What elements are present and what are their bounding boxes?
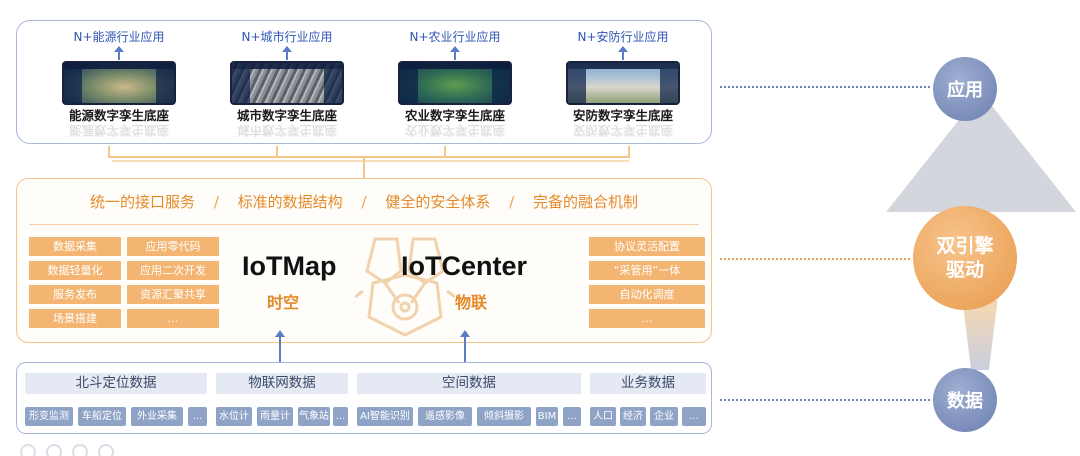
iotcenter-feature-tag: ...	[589, 309, 705, 328]
data-source-panel: 北斗定位数据 物联网数据 空间数据 业务数据 形变监测 车船定位 外业采集 ..…	[16, 362, 712, 434]
iotmap-engine-subtitle: 时空	[267, 293, 300, 312]
data-chip: ...	[682, 407, 706, 426]
app-column-energy: N+能源行业应用 能源数字孪生底座 能源数字孪生底座	[44, 29, 194, 137]
base-name-reflection: 能源数字孪生底座	[68, 124, 169, 137]
iotmap-feature-tag: 数据采集	[29, 237, 121, 256]
divider	[29, 224, 699, 225]
app-title: N+农业行业应用	[409, 30, 501, 44]
data-chip: 遥感影像	[418, 407, 472, 426]
base-name-reflection: 安防数字孪生底座	[572, 124, 673, 137]
capability-item: 统一的接口服务	[90, 193, 196, 211]
data-chip: 车船定位	[78, 407, 126, 426]
arrow-up-icon	[282, 46, 292, 60]
app-title: N+能源行业应用	[73, 30, 165, 44]
app-column-agriculture: N+农业行业应用 农业数字孪生底座 农业数字孪生底座	[380, 29, 530, 137]
base-name: 安防数字孪生底座	[572, 108, 673, 123]
dotted-leader-data	[720, 399, 930, 401]
base-name-reflection: 城市数字孪生底座	[236, 124, 337, 137]
iotcenter-engine-subtitle: 物联	[455, 293, 488, 312]
dotted-leader-application	[720, 86, 930, 88]
data-category-iot: 物联网数据	[216, 373, 348, 394]
pyramid-stem	[962, 300, 998, 370]
iotcenter-feature-tag: 自动化调度	[589, 285, 705, 304]
dual-engine-panel: 统一的接口服务 / 标准的数据结构 / 健全的安全体系 / 完备的融合机制 数据…	[16, 178, 712, 343]
dotted-leader-engine	[720, 258, 910, 260]
data-chip: ...	[188, 407, 207, 426]
decorative-circles	[20, 444, 124, 456]
dashboard-thumbnail-city	[230, 61, 344, 105]
data-chip: 形变监测	[25, 407, 73, 426]
app-title: N+安防行业应用	[577, 30, 669, 44]
data-category-business: 业务数据	[590, 373, 706, 394]
app-title: N+城市行业应用	[241, 30, 333, 44]
iotmap-feature-tag: 应用二次开发	[127, 261, 219, 280]
iotcenter-feature-tag: “采管用”一体	[589, 261, 705, 280]
data-chip: AI智能识别	[357, 407, 413, 426]
data-category-spatial: 空间数据	[357, 373, 581, 394]
data-chip: BIM	[536, 407, 558, 426]
data-chip: 企业	[650, 407, 678, 426]
iotmap-feature-tag: 数据轻量化	[29, 261, 121, 280]
arrow-up-icon	[275, 330, 285, 372]
dual-engine-label-line1: 双引擎	[936, 235, 994, 257]
iotmap-engine-name: IoTMap	[242, 251, 337, 281]
capability-list: 统一的接口服务 / 标准的数据结构 / 健全的安全体系 / 完备的融合机制	[90, 193, 638, 211]
data-category-beidou: 北斗定位数据	[25, 373, 207, 394]
capability-item: 完备的融合机制	[532, 193, 638, 211]
data-chip: 气象站	[298, 407, 330, 426]
iotmap-feature-tag: 资源汇聚共享	[127, 285, 219, 304]
iotmap-feature-tag: 服务发布	[29, 285, 121, 304]
dashboard-thumbnail-security	[566, 61, 680, 105]
data-chip: ...	[333, 407, 348, 426]
iotmap-feature-tag: 应用零代码	[127, 237, 219, 256]
base-name: 能源数字孪生底座	[68, 108, 169, 123]
data-chip: 人口	[590, 407, 616, 426]
dashboard-thumbnail-energy	[62, 61, 176, 105]
iotmap-feature-tag: 场景搭建	[29, 309, 121, 328]
data-layer-badge: 数据	[933, 368, 997, 432]
capability-item: 健全的安全体系	[385, 193, 491, 211]
iotmap-feature-tag: ...	[127, 309, 219, 328]
application-layer-badge: 应用	[933, 57, 997, 121]
arrow-up-icon	[460, 330, 470, 372]
arrow-up-icon	[618, 46, 628, 60]
data-chip: 经济	[620, 407, 646, 426]
base-name-reflection: 农业数字孪生底座	[404, 124, 505, 137]
capability-item: 标准的数据结构	[237, 193, 343, 211]
dashboard-thumbnail-agriculture	[398, 61, 512, 105]
dual-engine-label-line2: 驱动	[945, 259, 984, 281]
data-chip: 雨量计	[257, 407, 293, 426]
arrow-up-icon	[114, 46, 124, 60]
data-layer-label: 数据	[947, 391, 983, 412]
data-chip: 外业采集	[131, 407, 183, 426]
base-name: 农业数字孪生底座	[404, 108, 505, 123]
iotcenter-feature-tag: 协议灵活配置	[589, 237, 705, 256]
iotcenter-engine-name: IoTCenter	[401, 251, 528, 281]
engine-icon	[355, 237, 455, 337]
app-column-city: N+城市行业应用 城市数字孪生底座 城市数字孪生底座	[212, 29, 362, 137]
data-chip: 倾斜摄影	[477, 407, 531, 426]
application-layer-label: 应用	[947, 80, 983, 101]
data-chip: 水位计	[216, 407, 252, 426]
data-chip: ...	[563, 407, 581, 426]
arrow-up-icon	[450, 46, 460, 60]
app-column-security: N+安防行业应用 安防数字孪生底座 安防数字孪生底座	[548, 29, 698, 137]
application-panel: N+能源行业应用 能源数字孪生底座 能源数字孪生底座 N+城市行业应用 城市数字…	[16, 20, 712, 144]
base-name: 城市数字孪生底座	[236, 108, 337, 123]
dual-engine-badge: 双引擎 驱动	[913, 206, 1017, 310]
